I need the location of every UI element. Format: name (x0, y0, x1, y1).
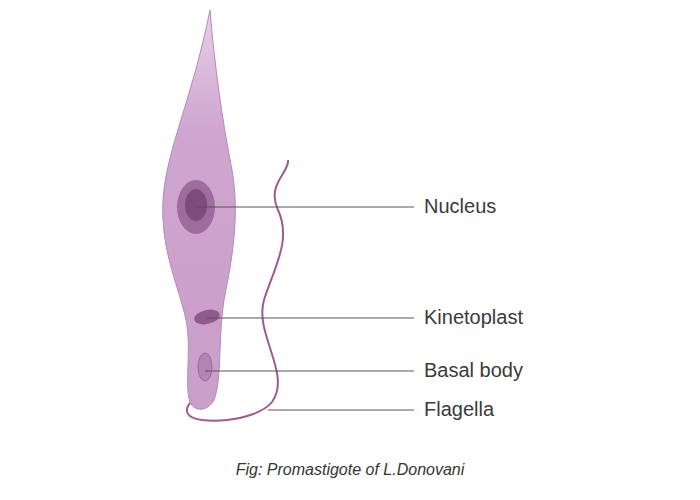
cell-body (163, 10, 236, 409)
leader-line (205, 371, 414, 372)
nucleus-inner (185, 189, 207, 221)
part-label: Basal body (424, 358, 523, 382)
part-label: Nucleus (424, 194, 496, 218)
leader-line (268, 410, 414, 411)
part-label: Flagella (424, 397, 494, 421)
leader-line (196, 207, 414, 208)
basal-body (198, 353, 212, 381)
part-label: Kinetoplast (424, 305, 523, 329)
kinetoplast (193, 307, 221, 326)
figure-caption: Fig: Promastigote of L.Donovani (236, 460, 465, 479)
leader-line (207, 318, 414, 319)
